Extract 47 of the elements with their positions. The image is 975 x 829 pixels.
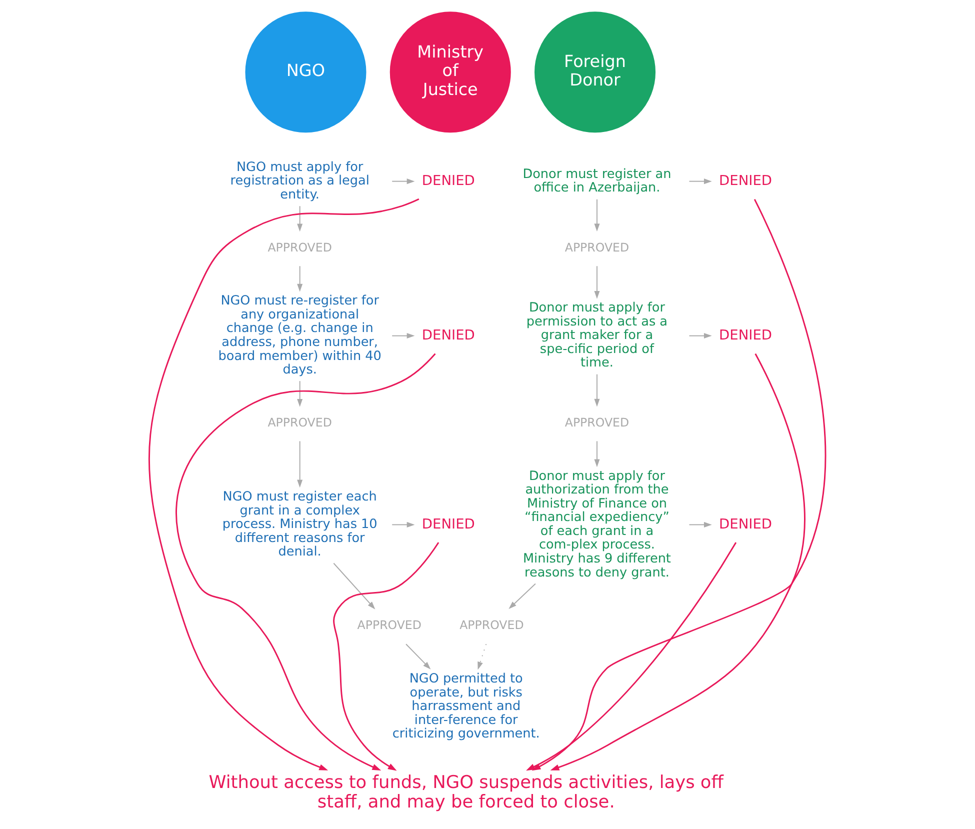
arrow	[594, 266, 600, 299]
arrow	[688, 333, 712, 339]
node-text: DENIED	[422, 516, 475, 532]
node-text: Donor must register an office in Azerbaijan.	[522, 166, 672, 196]
arrow	[297, 206, 303, 232]
node-text: Donor must apply for permission to act as a grant maker for a spe-cific period of time.	[526, 300, 668, 371]
node-text: APPROVED	[564, 240, 630, 254]
arrow	[532, 198, 826, 771]
arrow	[526, 542, 737, 771]
node-text: APPROVED	[268, 240, 332, 254]
arrow	[688, 522, 712, 528]
arrow	[392, 333, 415, 339]
node-text: NGO must register each grant in a complex process. Ministry has 10 different reasons for denial.	[222, 489, 378, 560]
arrow	[176, 353, 436, 770]
arrow	[148, 198, 420, 770]
node-text: Donor must apply for authorization from the Ministry of Finance on “financial expediency” of each grant in a com-plex process. Ministry has 9 different reasons to deny grant.	[523, 468, 671, 580]
node-text: NGO permitted to operate, but risks harrassment and inter-ference for criticizing government.	[392, 672, 540, 742]
arrow	[478, 644, 487, 670]
node-circle: Foreign Donor	[534, 12, 656, 133]
arrow	[297, 440, 303, 488]
node-text: APPROVED	[268, 415, 332, 430]
arrow	[594, 198, 600, 232]
node-text: NGO must re-register for any organizational change (e.g. change in address, phone number, board member) within 40 days.	[218, 294, 382, 378]
node-text: DENIED	[719, 516, 772, 532]
arrow	[333, 562, 376, 610]
arrow	[297, 266, 303, 292]
node-text: APPROVED	[564, 415, 630, 430]
arrow	[688, 178, 712, 184]
node-text: DENIED	[422, 327, 475, 344]
arrow	[406, 644, 431, 670]
arrow	[392, 522, 415, 528]
arrow	[333, 542, 440, 771]
arrow	[297, 380, 303, 407]
node-text: DENIED	[719, 327, 772, 344]
node-text: DENIED	[719, 172, 772, 189]
arrow	[594, 440, 600, 468]
node-text: NGO must apply for registration as a legal entity.	[230, 160, 370, 202]
node-text: DENIED	[422, 172, 475, 189]
arrow	[550, 353, 806, 770]
node-text: APPROVED	[357, 618, 422, 632]
arrow	[508, 583, 536, 610]
node-text: APPROVED	[460, 618, 524, 632]
arrow	[392, 178, 415, 184]
node-text: Without access to funds, NGO suspends activities, lays off staff, and may be forced to close.	[208, 772, 724, 812]
node-circle: Ministry of Justice	[390, 12, 511, 133]
node-circle: NGO	[245, 12, 366, 133]
arrow	[594, 374, 600, 407]
